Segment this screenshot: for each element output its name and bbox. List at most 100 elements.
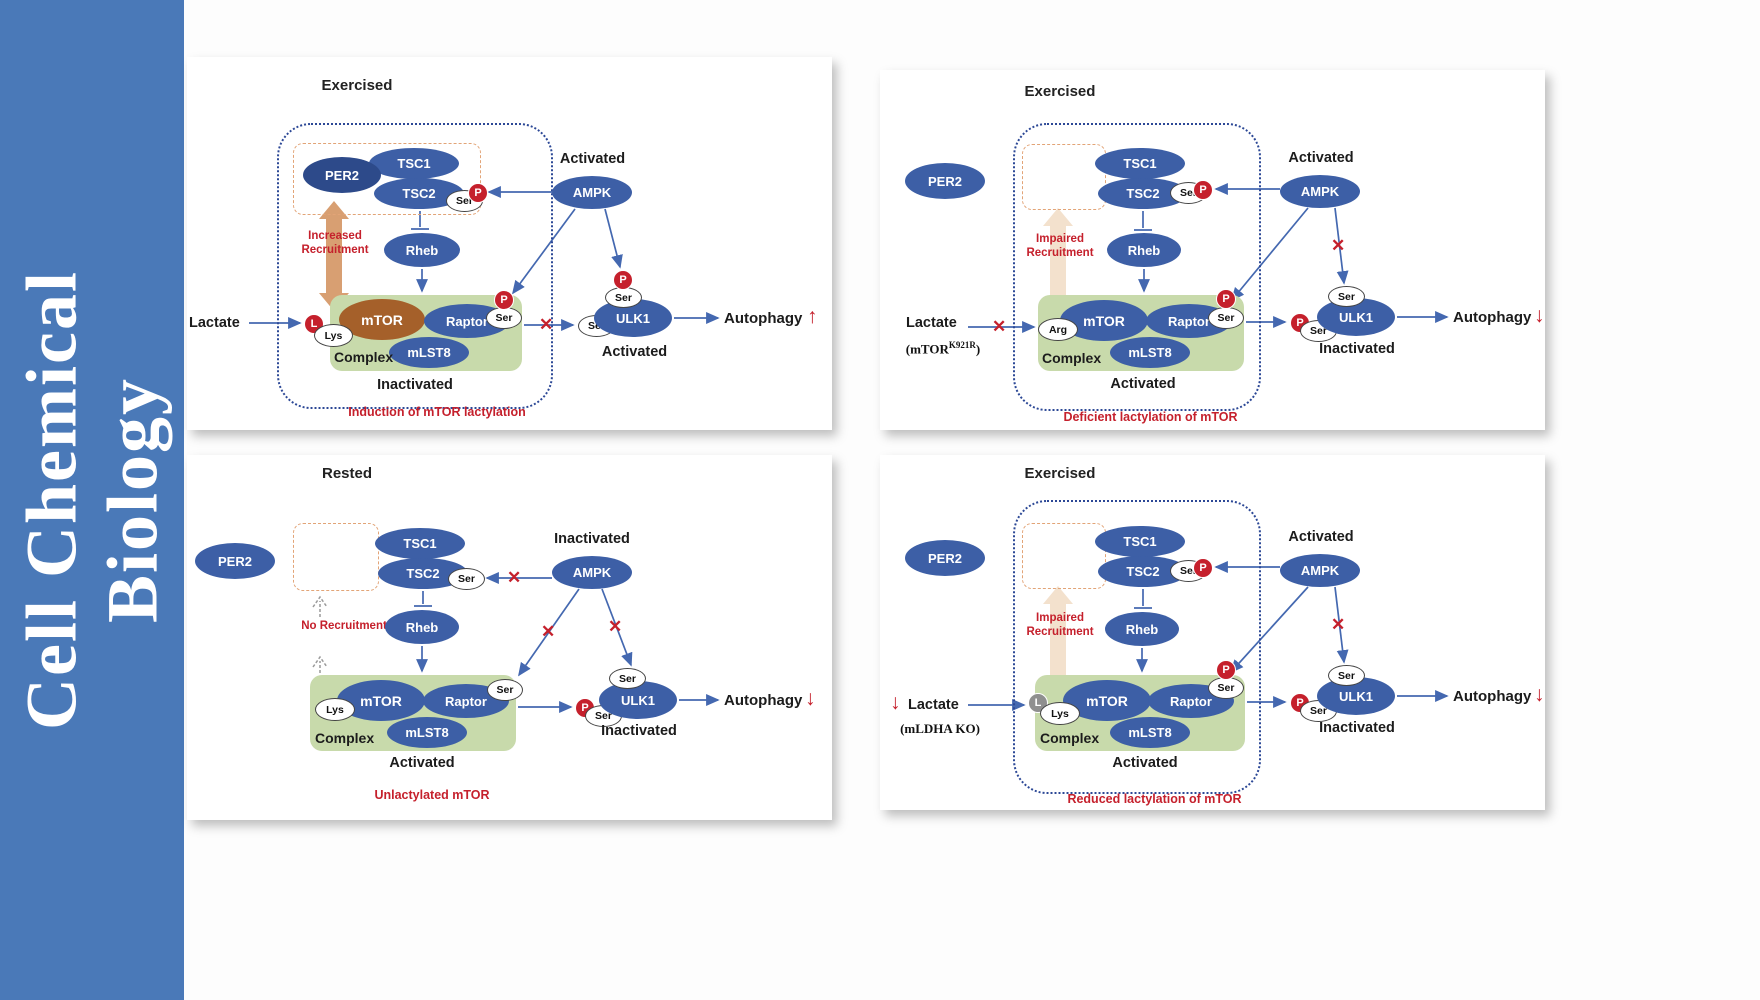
rheb-node: Rheb [385, 610, 459, 644]
blocked-x-icon: ✕ [507, 568, 522, 587]
mlst8-node: mLST8 [1110, 337, 1190, 368]
dashed-no-recruitment-arrow-upper [312, 595, 328, 617]
arrow-ampk-to-ulk1 [1334, 207, 1349, 285]
autophagy-label: Autophagy [1453, 688, 1532, 705]
panel-caption: Unlactylated mTOR [374, 788, 490, 802]
raptor-ser-pill: Ser [1208, 677, 1244, 699]
blocked-x-icon: ✕ [539, 315, 554, 334]
mtor-lys-pill: Lys [1040, 702, 1080, 725]
dashed-no-recruitment-arrow-lower [312, 655, 328, 673]
knockout-note: (mLDHA KO) [900, 721, 980, 736]
mlst8-node: mLST8 [1110, 717, 1190, 748]
raptor-phospho-badge: P [494, 290, 514, 310]
recruitment-arrow-faded [1043, 208, 1073, 318]
tsc1-node: TSC1 [375, 528, 465, 559]
per2-node: PER2 [905, 540, 985, 576]
pathway-dotted-box [277, 123, 553, 409]
ulk1-state-label: Activated [601, 344, 668, 360]
panel-title: Exercised [1024, 83, 1096, 100]
arrow-ampk-to-complex [518, 588, 580, 677]
tsc2-phospho-badge: P [1193, 180, 1213, 200]
per2-recruitment-slot [1022, 144, 1106, 210]
raptor-phospho-badge: P [1216, 660, 1236, 680]
ampk-node: AMPK [1280, 175, 1360, 208]
panel-caption: Induction of mTOR lactylation [348, 405, 526, 419]
arrow-ampk-to-ulk1 [1334, 586, 1349, 664]
autophagy-direction-arrow: ↑ [807, 305, 818, 328]
arrow-ampk-to-ulk1 [604, 208, 623, 269]
raptor-node: Raptor [423, 684, 509, 718]
blocked-x-icon: ✕ [992, 317, 1007, 336]
arrow-layer-p2 [968, 183, 1449, 333]
complex-label: Complex [1040, 730, 1100, 746]
panel-exercised-deficient: Exercised PER2 TSC1 TSC2 Ser P Activated… [880, 70, 1545, 430]
rheb-node: Rheb [384, 233, 460, 267]
autophagy-direction-arrow: ↓ [1534, 683, 1545, 706]
mtor-lys-pill: Lys [315, 698, 355, 721]
mtor-arg-pill: Arg [1038, 318, 1078, 341]
mlst8-node: mLST8 [387, 717, 467, 748]
panel-caption: Reduced lactylation of mTOR [1067, 792, 1242, 806]
panel-caption: Deficient lactylation of mTOR [1063, 410, 1238, 424]
lactate-direction-arrow: ↓ [890, 691, 901, 714]
complex-state-label: Activated [389, 755, 455, 771]
panel-title: Rested [321, 465, 373, 482]
journal-title-line1: Cell Chemical [11, 270, 92, 730]
tsc1-node: TSC1 [369, 148, 459, 179]
complex-state-label: Inactivated [377, 377, 453, 393]
recruitment-arrow [319, 201, 349, 311]
ulk1-ser-pill: Ser [1328, 665, 1365, 686]
ulk1-state-label: Inactivated [601, 723, 677, 739]
blocked-x-icon: ✕ [608, 617, 623, 636]
ulk1-node: ULK1 [599, 681, 677, 719]
raptor-ser-pill: Ser [1208, 307, 1244, 329]
complex-state-label: Activated [1110, 376, 1176, 392]
tsc1-node: TSC1 [1095, 526, 1185, 557]
panel-rested-unlactylated: Rested PER2 TSC1 TSC2 Ser ✕ Inactivated … [187, 455, 832, 820]
ulk1-state-label: Inactivated [1319, 341, 1395, 357]
panel-title: Exercised [1024, 465, 1096, 482]
recruitment-label: No Recruitment [301, 620, 387, 632]
arrow-ampk-to-complex [1229, 586, 1309, 674]
journal-sidebar: Cell Chemical Biology [0, 0, 184, 1000]
complex-state-label: Activated [1112, 755, 1178, 771]
panel-exercised-induction: Exercised TSC1 TSC2 PER2 Ser P Activated… [187, 57, 832, 430]
autophagy-label: Autophagy [724, 310, 803, 327]
recruitment-label: Impaired Recruitment [1026, 612, 1094, 639]
ulk1-ser-pill: Ser [609, 668, 646, 689]
ampk-node: AMPK [552, 176, 632, 209]
blocked-x-icon: ✕ [1331, 615, 1346, 634]
ulk1-node: ULK1 [594, 299, 672, 337]
journal-title: Cell Chemical Biology [11, 270, 172, 730]
arrow-layer-p3 [312, 572, 720, 713]
autophagy-direction-arrow: ↓ [1534, 304, 1545, 327]
recruitment-label: Impaired Recruitment [1026, 233, 1094, 260]
per2-node: PER2 [195, 543, 275, 579]
arrow-ampk-to-complex [511, 208, 576, 295]
arrow-layer-p1 [249, 186, 720, 331]
autophagy-label: Autophagy [724, 692, 803, 709]
mutant-note-open: (mTOR [905, 341, 949, 357]
ulk1-ser-pill: Ser [1328, 286, 1365, 307]
blocked-x-icon: ✕ [541, 622, 556, 641]
lactate-label: Lactate [189, 315, 240, 331]
mutant-note: (mTORK921R) [888, 340, 998, 357]
tsc2-phospho-badge: P [1193, 558, 1213, 578]
panel-exercised-reduced: Exercised PER2 TSC1 TSC2 Ser P Activated… [880, 455, 1545, 810]
complex-label: Complex [315, 730, 375, 746]
raptor-phospho-badge: P [1216, 289, 1236, 309]
tsc2-node: TSC2 [1098, 178, 1188, 209]
lactate-label: Lactate [906, 315, 957, 331]
per2-recruitment-slot [293, 523, 379, 591]
lactate-label: Lactate [908, 697, 959, 713]
arrow-ampk-to-ulk1 [601, 588, 633, 667]
autophagy-label: Autophagy [1453, 309, 1532, 326]
pathway-dotted-box [1013, 123, 1261, 411]
ulk1-ser-pill: Ser [605, 287, 642, 308]
rheb-node: Rheb [1107, 233, 1181, 267]
autophagy-direction-arrow: ↓ [805, 687, 816, 710]
ulk1-state-label: Inactivated [1319, 720, 1395, 736]
ampk-state-label: Activated [559, 151, 626, 167]
arrow-ampk-to-complex [1230, 207, 1309, 302]
per2-node: PER2 [303, 157, 381, 193]
